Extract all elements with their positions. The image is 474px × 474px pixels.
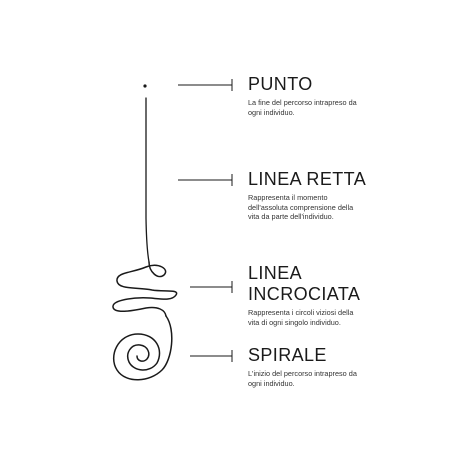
label-linea-incrociata-description: Rappresenta i circoli viziosi della vita… [248, 308, 354, 327]
label-linea-incrociata-title: LINEA INCROCIATA [248, 263, 464, 305]
connector-spirale [190, 350, 233, 362]
label-linea-incrociata-title-line-1: LINEA [248, 263, 303, 283]
label-linea-incrociata: LINEA INCROCIATA Rappresenta i circoli v… [248, 263, 464, 327]
label-spirale-description: L'inizio del percorso intrapreso da ogni… [248, 369, 357, 388]
label-linea-retta: LINEA RETTA Rappresenta il momento dell'… [248, 169, 464, 222]
label-linea-retta-description: Rappresenta il momento dell'assoluta com… [248, 193, 354, 221]
label-spirale: SPIRALE L'inizio del percorso intrapreso… [248, 345, 464, 388]
label-linea-incrociata-title-line-2: INCROCIATA [248, 284, 361, 304]
label-linea-retta-title: LINEA RETTA [248, 169, 367, 189]
unalome-spiral [112, 315, 173, 381]
connector-punto [178, 79, 233, 91]
unalome-crossed-lines [112, 261, 178, 317]
label-punto-title: PUNTO [248, 74, 313, 94]
unalome-straight-line [145, 97, 150, 263]
connector-linea-incrociata [190, 281, 233, 293]
label-spirale-title: SPIRALE [248, 345, 327, 365]
connector-linea-retta [178, 174, 233, 186]
label-punto-description: La fine del percorso intrapreso da ogni … [248, 98, 357, 117]
label-punto: PUNTO La fine del percorso intrapreso da… [248, 74, 464, 117]
unalome-dot [143, 84, 147, 88]
